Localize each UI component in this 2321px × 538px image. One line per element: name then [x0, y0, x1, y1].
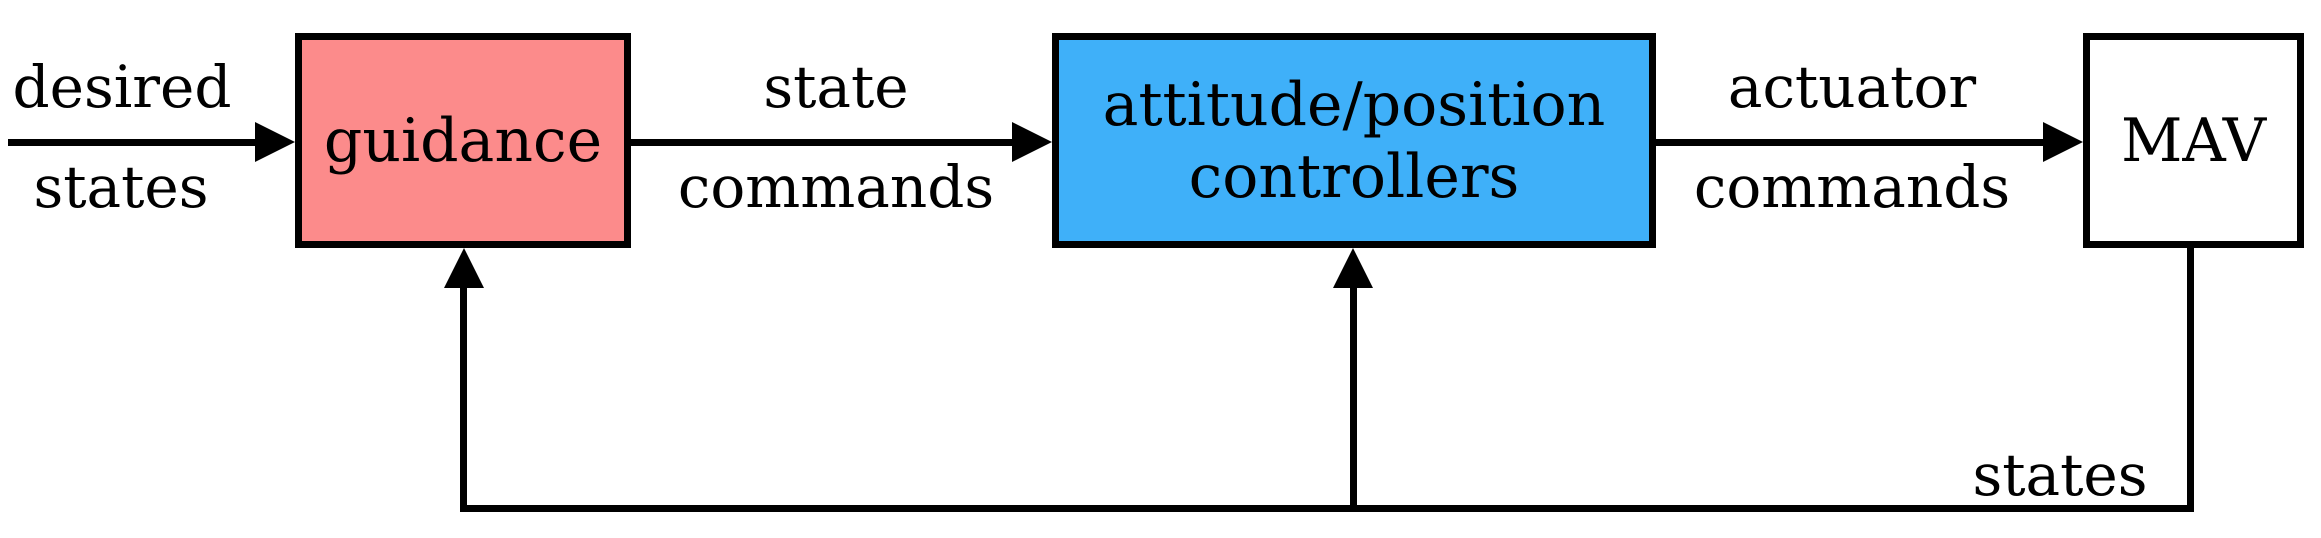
controllers-block-label-line1: attitude/position — [1102, 69, 1606, 140]
controllers-block: attitude/position controllers — [1052, 33, 1656, 248]
state-commands-label-line2: commands — [677, 153, 995, 221]
state-commands-label-line1: state — [763, 53, 909, 121]
controllers-block-label-line2: controllers — [1188, 141, 1520, 212]
mav-block-label: MAV — [2120, 105, 2267, 176]
actuator-commands-signal-line — [1654, 139, 2047, 146]
actuator-commands-label-line1: actuator — [1727, 53, 1977, 121]
arrowhead-feedback-guidance-icon — [444, 248, 484, 288]
feedback-line-from-mav — [2187, 248, 2194, 512]
input-label-line2: states — [33, 153, 209, 221]
state-commands-signal-line — [629, 139, 1016, 146]
guidance-block-label: guidance — [323, 105, 603, 176]
mav-block: MAV — [2083, 33, 2304, 248]
guidance-block: guidance — [295, 33, 631, 248]
input-signal-line — [8, 139, 259, 146]
arrowhead-into-guidance-icon — [255, 122, 295, 162]
arrowhead-into-mav-icon — [2043, 122, 2083, 162]
feedback-line-bottom — [460, 505, 2194, 512]
feedback-line-to-guidance — [460, 286, 467, 505]
feedback-line-to-controllers — [1350, 286, 1357, 505]
arrowhead-into-controllers-icon — [1012, 122, 1052, 162]
input-label-line1: desired — [12, 53, 232, 121]
feedback-label: states — [1972, 441, 2148, 509]
arrowhead-feedback-controllers-icon — [1333, 248, 1373, 288]
actuator-commands-label-line2: commands — [1693, 153, 2011, 221]
